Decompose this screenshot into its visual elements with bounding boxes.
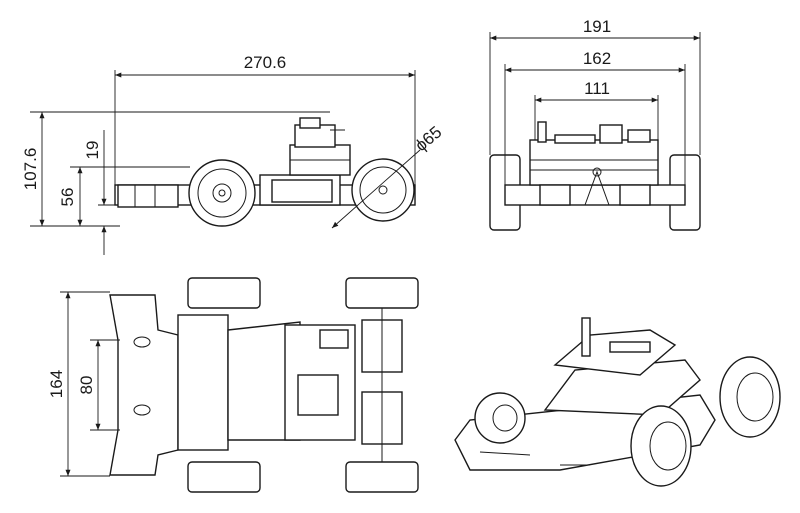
front-view: 191 162 111	[489, 17, 701, 231]
side-length-label: 270.6	[244, 53, 287, 72]
front-chassis-width-label: 111	[584, 79, 610, 98]
top-width-label: 80	[77, 376, 96, 395]
isometric-view	[454, 317, 781, 487]
side-clearance-label: 19	[83, 141, 102, 160]
side-height-label: 107.6	[21, 148, 40, 191]
side-view: 270.6 107.6 56 19 ϕ65	[21, 53, 445, 255]
top-length-label: 164	[47, 370, 66, 398]
front-track-width-label: 162	[583, 49, 611, 68]
top-view: 164 80	[47, 277, 419, 493]
wheel-diameter-label: ϕ65	[411, 122, 445, 155]
front-overall-width-label: 191	[583, 17, 611, 36]
side-axle-height-label: 56	[58, 188, 77, 207]
